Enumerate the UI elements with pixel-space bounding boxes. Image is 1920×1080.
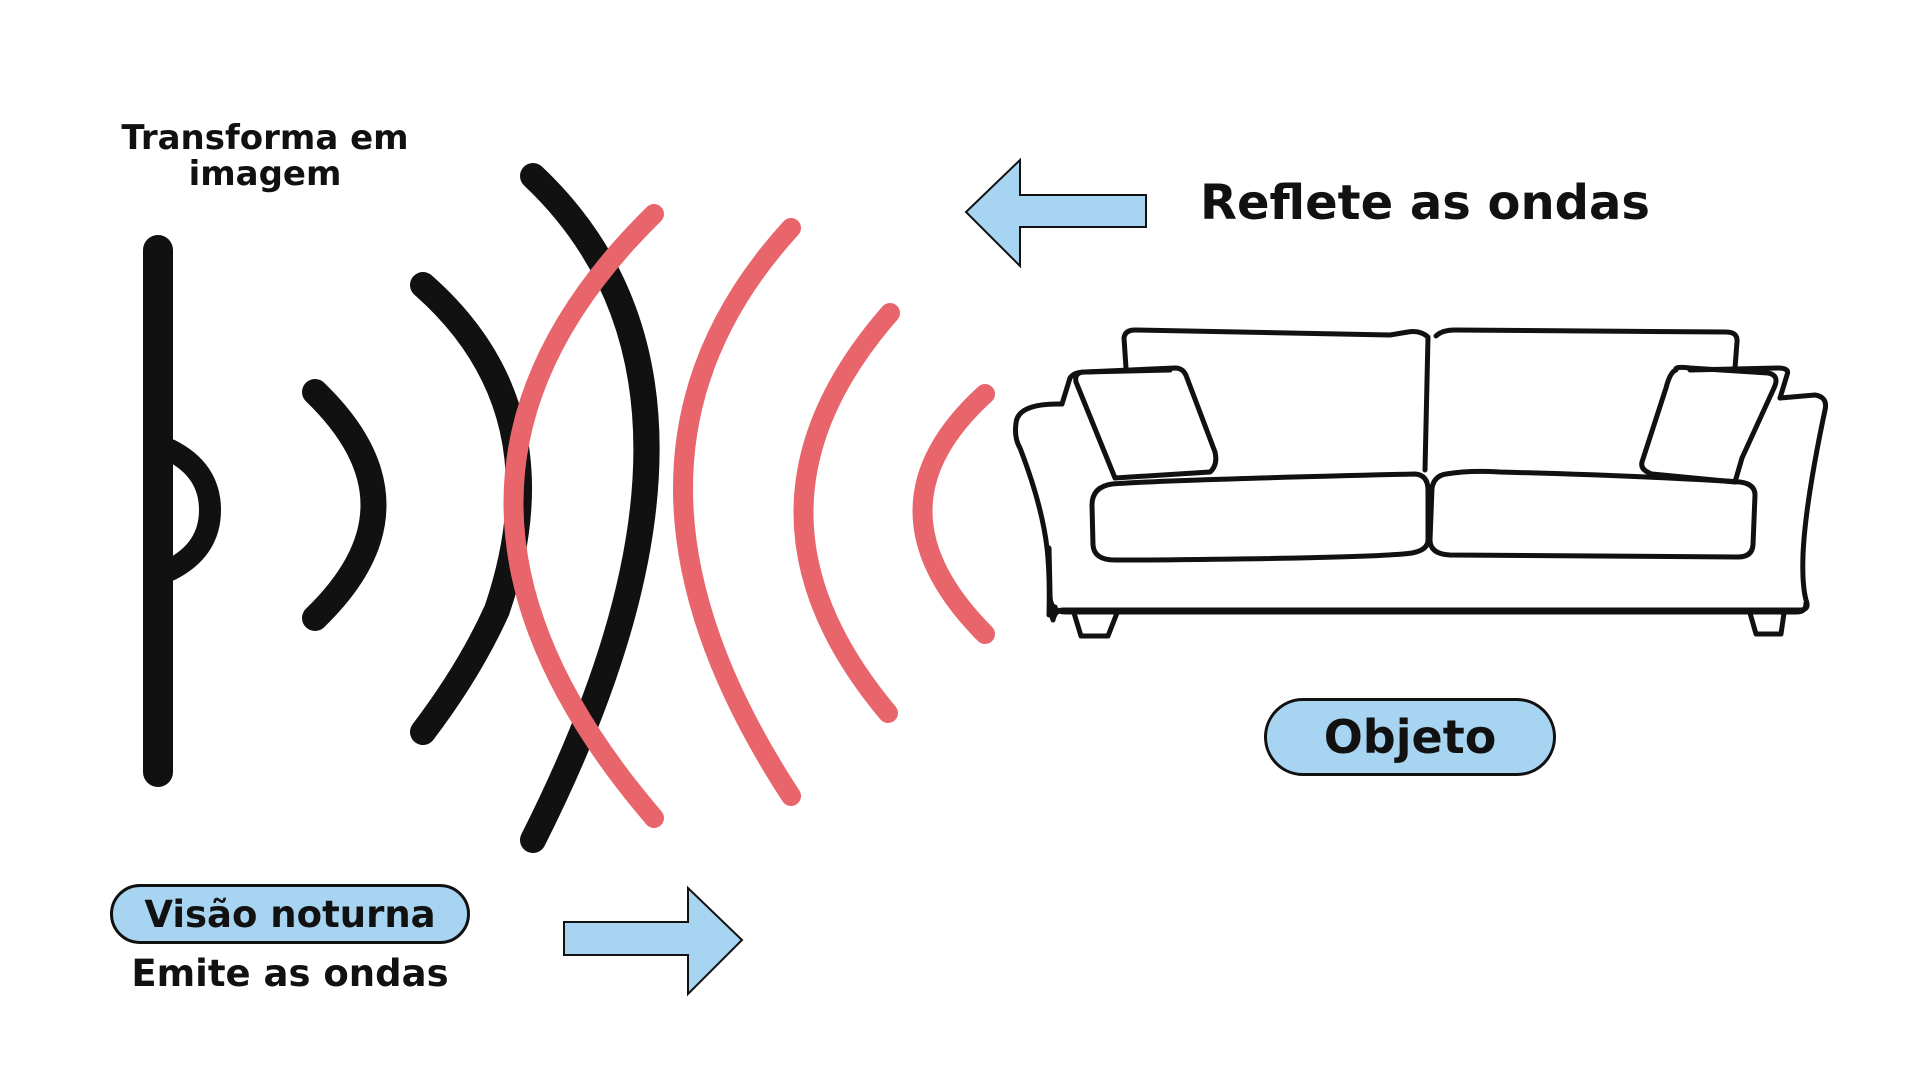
emitted-wave-1 <box>302 379 387 631</box>
reflected-wave-4 <box>503 204 664 828</box>
reflected-wave-1 <box>912 384 995 644</box>
arrow-left-icon <box>964 157 1147 269</box>
sofa-icon <box>1013 327 1828 639</box>
object-label: Objeto <box>1264 698 1556 776</box>
reflected-waves <box>503 204 995 828</box>
arrow-right-icon <box>563 885 744 997</box>
transform-caption: Transforma em imagem <box>100 120 430 192</box>
reflect-caption: Reflete as ondas <box>1200 175 1650 231</box>
reflected-wave-2 <box>793 303 900 723</box>
reflected-wave-3 <box>673 218 801 806</box>
transform-caption-line1: Transforma em <box>121 118 409 158</box>
emit-caption: Emite as ondas <box>131 952 449 995</box>
transform-caption-line2: imagem <box>188 154 342 194</box>
device-label: Visão noturna <box>110 884 470 944</box>
night-vision-device-icon <box>143 235 222 787</box>
